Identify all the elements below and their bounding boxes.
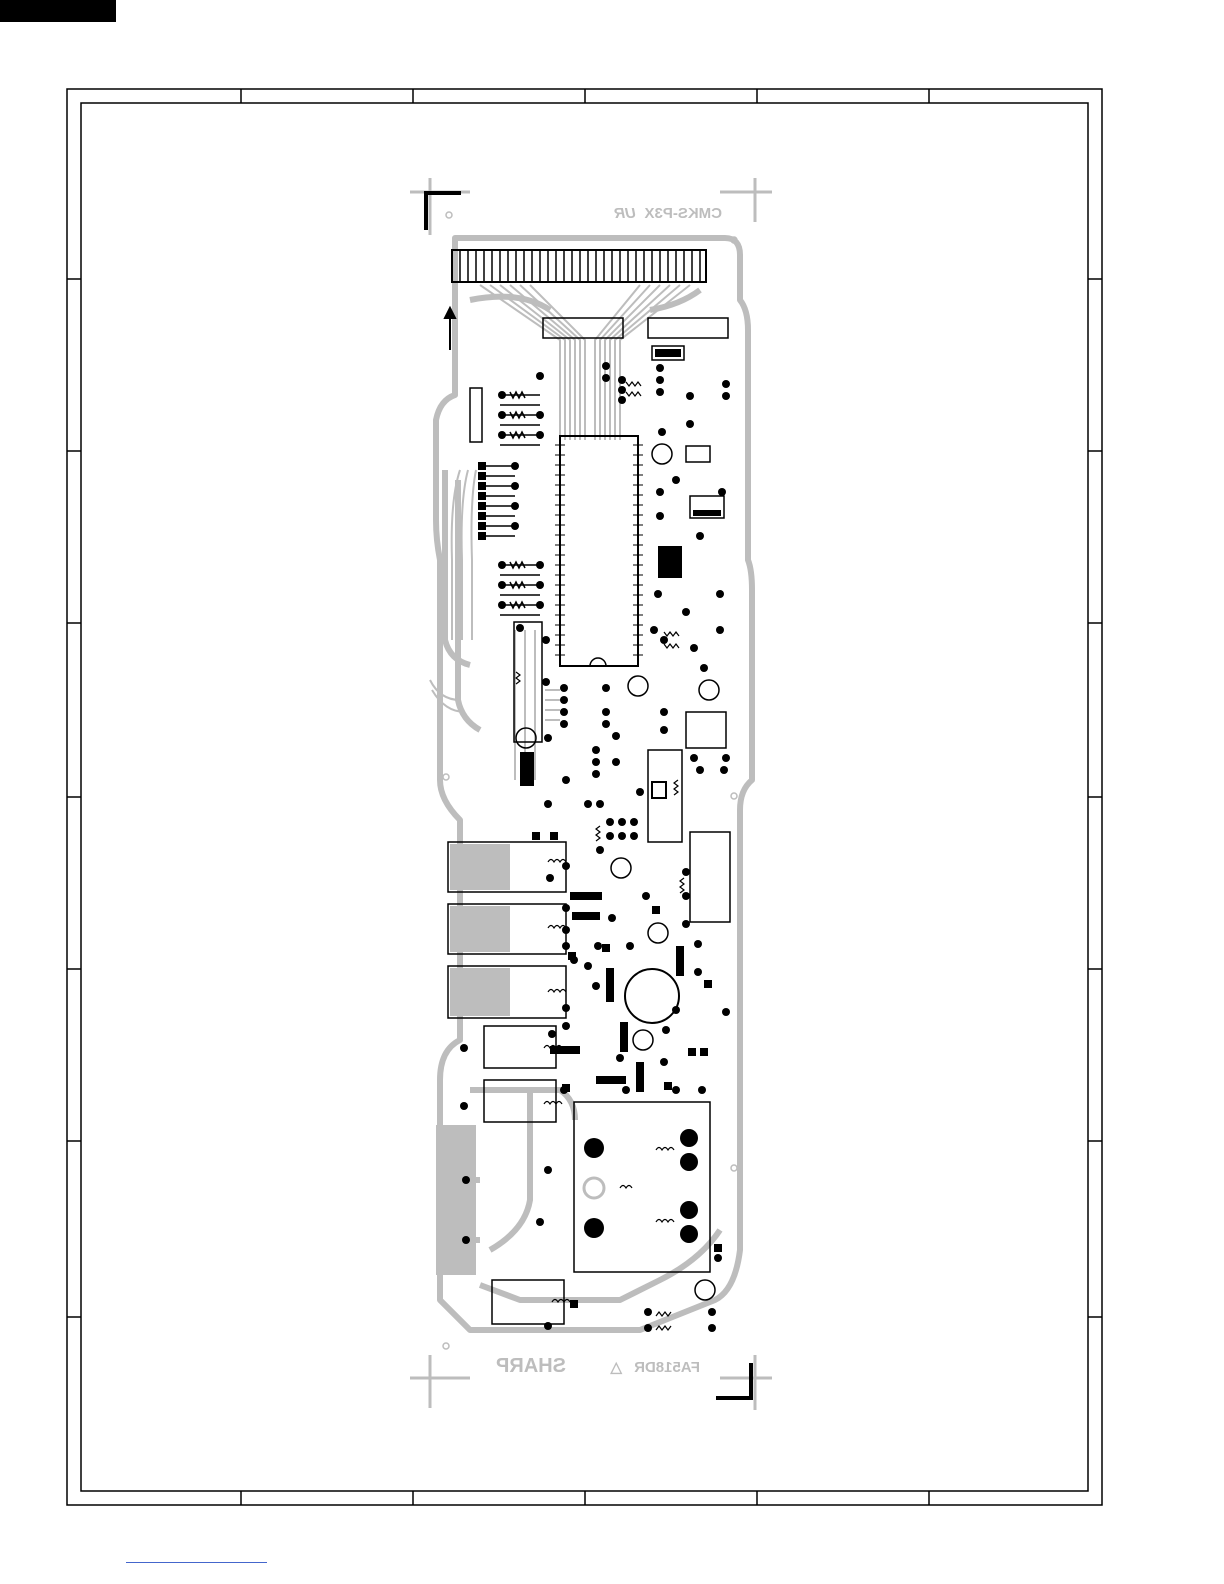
transistor-block xyxy=(520,752,534,786)
right-module-2 xyxy=(686,446,710,462)
relay-copper xyxy=(436,844,510,1275)
pcb-layout: CMKS-P3X UR SHARP FA518DR △ xyxy=(410,178,772,1410)
side-connector-1 xyxy=(470,388,482,442)
dual-component xyxy=(658,546,682,578)
label-box-right xyxy=(648,318,728,338)
board-mark-label: UR xyxy=(614,205,636,222)
resistor-network-lower xyxy=(500,562,540,615)
side-connector-3 xyxy=(690,832,730,922)
power-pads xyxy=(584,1129,698,1243)
part-number-label: FA518DR xyxy=(634,1359,700,1376)
resistors xyxy=(516,382,684,1330)
diode-pads xyxy=(478,462,486,540)
footer-rule xyxy=(126,1562,267,1563)
brand-label: SHARP xyxy=(496,1355,566,1377)
resistor-network-upper xyxy=(500,392,540,445)
ic-small xyxy=(686,712,726,748)
board-code-label: CMKS-P3X xyxy=(644,205,722,222)
part-mark-label: △ xyxy=(610,1359,623,1376)
main-ic-outline xyxy=(560,436,638,666)
drawing-frame xyxy=(67,89,1102,1505)
